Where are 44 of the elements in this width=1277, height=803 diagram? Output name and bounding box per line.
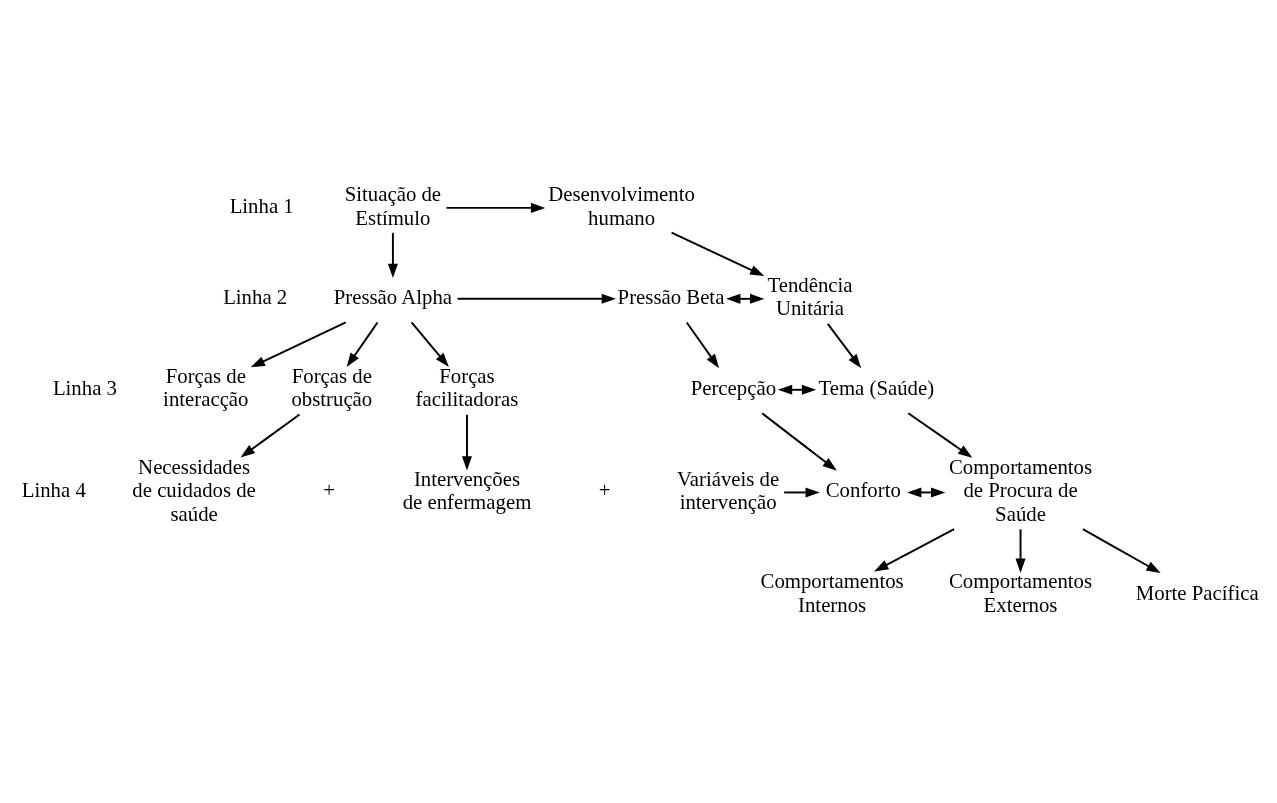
arrow	[826, 322, 862, 369]
node-text: Situação de Estímulo	[344, 182, 442, 229]
arrow	[461, 413, 472, 471]
node-text: Forças de interacção	[163, 364, 249, 411]
node-text: Morte Pacífica	[1135, 581, 1259, 605]
node-text: Conforto	[825, 478, 901, 502]
label: +	[323, 478, 336, 502]
node-text: Comportamentos Internos	[760, 569, 904, 616]
node-text: Necessidades de cuidados de saúde	[132, 455, 256, 525]
arrow	[1015, 528, 1026, 573]
arrow	[445, 202, 546, 213]
arrow	[777, 384, 817, 395]
arrow	[387, 231, 398, 278]
arrow	[783, 487, 820, 498]
arrow	[726, 293, 765, 304]
node-text: Comportamentos de Procura de Saúde	[948, 455, 1093, 525]
arrow	[346, 321, 379, 368]
label: Linha 1	[229, 193, 294, 217]
node-text: Variáveis de intervenção	[677, 466, 780, 514]
label: Linha 2	[223, 284, 288, 308]
arrow	[907, 412, 973, 458]
arrow	[410, 321, 449, 367]
node-text: Comportamentos Externos	[948, 569, 1093, 616]
arrow	[907, 487, 946, 498]
arrow	[670, 231, 765, 277]
arrow	[874, 528, 956, 572]
arrow	[240, 413, 301, 458]
arrow	[1081, 528, 1161, 574]
node-text: Forças facilitadoras	[415, 364, 519, 411]
label: +	[598, 478, 611, 502]
arrow	[250, 321, 347, 368]
node-text: Percepção	[690, 375, 777, 399]
label: Linha 4	[21, 478, 86, 502]
node-text: Forças de obstrução	[291, 364, 373, 411]
node-text: Tema (Saúde)	[818, 375, 935, 399]
arrow	[456, 293, 616, 304]
label: Linha 3	[52, 375, 117, 399]
node-text: Pressão Beta	[617, 284, 725, 308]
node-text: Intervenções de enfermagem	[402, 466, 532, 514]
arrow	[761, 412, 837, 471]
arrow	[685, 321, 720, 369]
node-text: Desenvolvimento humano	[548, 182, 695, 229]
node-text: Tendência Unitária	[767, 273, 853, 320]
node-text: Pressão Alpha	[333, 284, 453, 308]
